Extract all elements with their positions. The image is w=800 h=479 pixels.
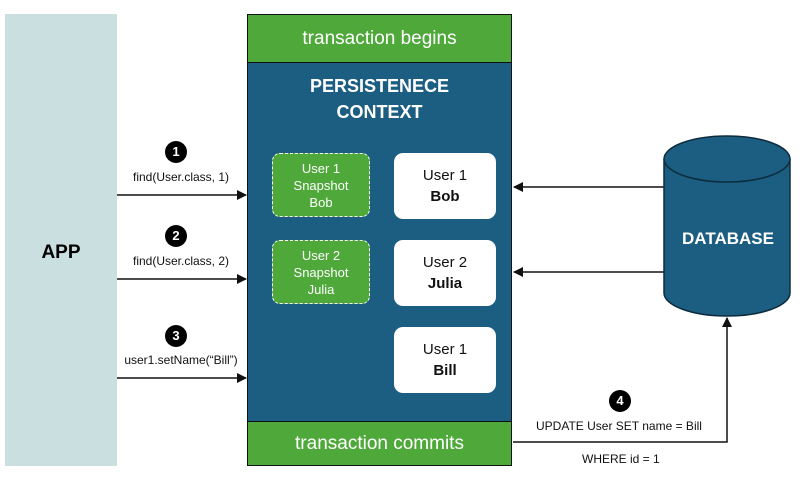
entity-user-1-bob: User 1 Bob — [394, 153, 496, 219]
step-3-badge: 3 — [165, 325, 187, 347]
step-2-label: find(User.class, 2) — [132, 254, 230, 268]
database-icon — [663, 135, 791, 317]
arrow-commit-to-db — [513, 317, 732, 443]
snapshot-user-2: User 2 Snapshot Julia — [272, 240, 370, 304]
snapshot-line: Bob — [309, 195, 333, 210]
app-panel: APP — [5, 14, 117, 466]
step-4-sql-line1: UPDATE User SET name = Bill — [536, 419, 702, 433]
context-title-line2: CONTEXT — [336, 102, 423, 122]
persistence-context-box: transaction begins PERSISTENECE CONTEXT … — [247, 14, 512, 466]
step-2-badge: 2 — [165, 225, 187, 247]
snapshot-line: User 2 — [301, 248, 341, 263]
database-label: DATABASE — [682, 229, 774, 248]
step-4-sql-line2: WHERE id = 1 — [582, 452, 660, 466]
step-4-badge: 4 — [609, 390, 631, 412]
entity-title: User 2 — [422, 254, 468, 271]
snapshot-line: Snapshot — [293, 178, 349, 193]
entity-title: User 1 — [422, 167, 468, 184]
entity-user-1-bill: User 1 Bill — [394, 327, 496, 393]
entity-name: Bill — [433, 362, 457, 379]
context-title-line1: PERSISTENECE — [309, 76, 450, 96]
step-3-label: user1.setName(“Bill”) — [124, 353, 238, 367]
snapshot-line: Julia — [307, 282, 335, 297]
snapshot-user-1: User 1 Snapshot Bob — [272, 153, 370, 217]
transaction-commits-bar: transaction commits — [248, 421, 511, 465]
entity-title: User 1 — [422, 341, 468, 358]
step-1-label: find(User.class, 1) — [132, 170, 230, 184]
app-label: APP — [41, 242, 81, 263]
context-title: PERSISTENECE CONTEXT — [248, 73, 511, 125]
step-1-badge: 1 — [165, 141, 187, 163]
transaction-begins-bar: transaction begins — [248, 15, 511, 63]
entity-name: Julia — [427, 275, 463, 292]
snapshot-line: User 1 — [301, 161, 341, 176]
snapshot-line: Snapshot — [293, 265, 349, 280]
entity-user-2-julia: User 2 Julia — [394, 240, 496, 306]
entity-name: Bob — [430, 188, 460, 205]
